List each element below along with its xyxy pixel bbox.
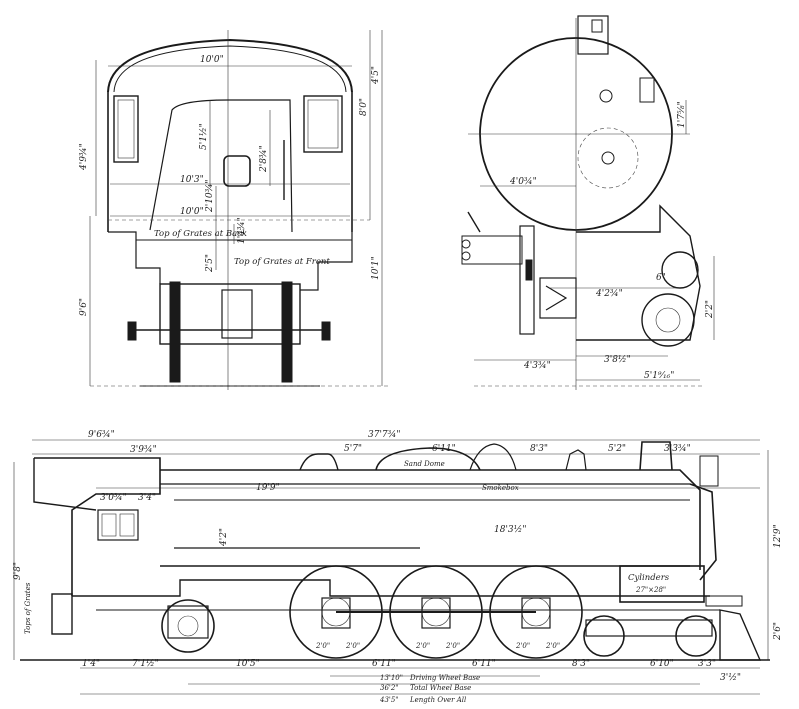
dim-axle-f: 2'0" <box>545 642 560 650</box>
label-total-base: Total Wheel Base <box>410 684 471 692</box>
label-cylinders: Cylinders <box>628 573 670 583</box>
note-grate-back: Top of Grates at Back <box>154 229 247 239</box>
label-driving-base: Driving Wheel Base <box>409 674 480 682</box>
dim-grate-front: 1'4¾" <box>236 217 247 244</box>
label-overall: Length Over All <box>409 696 466 704</box>
dim-half-height: 8'0" <box>359 98 369 116</box>
dim-boiler-width-lower: 10'0" <box>180 207 204 217</box>
dim-total-base-len: 36'2" <box>380 684 399 692</box>
dim-driver-a: 6'11" <box>372 659 396 669</box>
dim-cab-height: 4'9¾" <box>78 143 89 171</box>
dim-stack-height: 1'7⅝" <box>677 101 687 128</box>
dim-cylinder-outer: 5'1⁹⁄₁₆" <box>644 371 674 381</box>
dim-rear-wheel: 7'1½" <box>132 658 159 669</box>
dim-overall-height: 4'5" <box>371 66 381 85</box>
dim-cab-inner: 3'0¾" <box>100 492 127 503</box>
dim-boiler-width-upper: 10'3" <box>180 175 204 185</box>
dim-driver-b: 6'11" <box>472 659 496 669</box>
dim-trailing: 10'5" <box>236 659 260 669</box>
dim-height-b: 2'8¾" <box>258 145 269 173</box>
dim-cab-window: 3'4" <box>138 493 156 503</box>
note-firebox-grates: Tops of Grates <box>24 582 32 634</box>
dim-cylinder-offset: 4'3¾" <box>523 360 551 371</box>
dim-sand-a: 5'2" <box>608 444 626 454</box>
dim-pilot-height: 9'8" <box>13 562 23 580</box>
dim-rail-height: 10'1" <box>371 256 381 280</box>
label-sand-dome: Sand Dome <box>404 460 445 468</box>
dim-smokebox-width: 4'0¾" <box>509 176 537 187</box>
label-cylinder-size: 27"×28" <box>635 586 666 594</box>
dim-end-left: 1'4" <box>82 659 100 669</box>
dim-cab-front: 9'6¾" <box>88 429 115 440</box>
dim-axle-e: 2'0" <box>515 642 530 650</box>
cab-end-view: 10'0" 4'9¾" 10'3" 10'0" 5'1½" 2'8¾" 2'10… <box>78 30 390 390</box>
dim-smoke-height: 12'9" <box>773 524 783 548</box>
label-smokebox: Smokebox <box>482 484 519 492</box>
smokebox-end-view: 4'0¾" 4'2¾" 4'3¾" 3'8½" 5'1⁹⁄₁₆" 2'2" 1'… <box>461 15 715 390</box>
dim-axle-c: 2'0" <box>415 642 430 650</box>
dim-overhang: 3'½" <box>720 672 741 683</box>
dim-dome-a: 5'7" <box>344 444 362 454</box>
side-elevation: 37'7¾" 9'6¾" 3'9¾" 5'7" 6'11" 8'3" 5'2" … <box>13 429 783 704</box>
dim-axle-d: 2'0" <box>445 642 460 650</box>
dim-end-right: 3'3" <box>698 659 716 669</box>
dim-front-truck: 6'10" <box>650 659 674 669</box>
dim-crank: 6" <box>656 273 666 283</box>
dim-left-height: 9'6" <box>79 298 89 316</box>
dim-dome-c: 8'3" <box>530 444 548 454</box>
dim-overall-top: 37'7¾" <box>368 429 401 440</box>
dim-grate-back: 2'5" <box>205 254 215 273</box>
dim-overall-len: 43'5" <box>379 696 399 704</box>
dim-lead: 8'3" <box>572 659 590 669</box>
dim-cab-roof-width: 10'0" <box>200 55 224 65</box>
dim-axle-a: 2'0" <box>315 642 330 650</box>
dim-front-end: 3'3¾" <box>664 443 691 454</box>
dim-height-a: 5'1½" <box>198 123 209 150</box>
dim-driving-base-len: 13'10" <box>380 674 403 682</box>
dim-dome-b: 6'11" <box>432 444 456 454</box>
dim-height-c: 2'10¾" <box>204 179 215 213</box>
dim-running-board: 18'3½" <box>494 524 527 535</box>
dim-cylinder-spacing: 4'2¾" <box>595 288 623 299</box>
note-grate-front: Top of Grates at Front <box>234 257 330 267</box>
dim-axle-b: 2'0" <box>345 642 360 650</box>
dim-cylinder-height: 2'2" <box>705 300 715 319</box>
dim-cylinder-center: 3'8½" <box>604 354 631 365</box>
dim-cab-width: 3'9¾" <box>130 444 157 455</box>
dim-pilot-drop: 2'6" <box>773 622 783 641</box>
dim-firebox: 4'2" <box>219 528 229 547</box>
dim-boiler-length: 19'9" <box>256 483 280 493</box>
